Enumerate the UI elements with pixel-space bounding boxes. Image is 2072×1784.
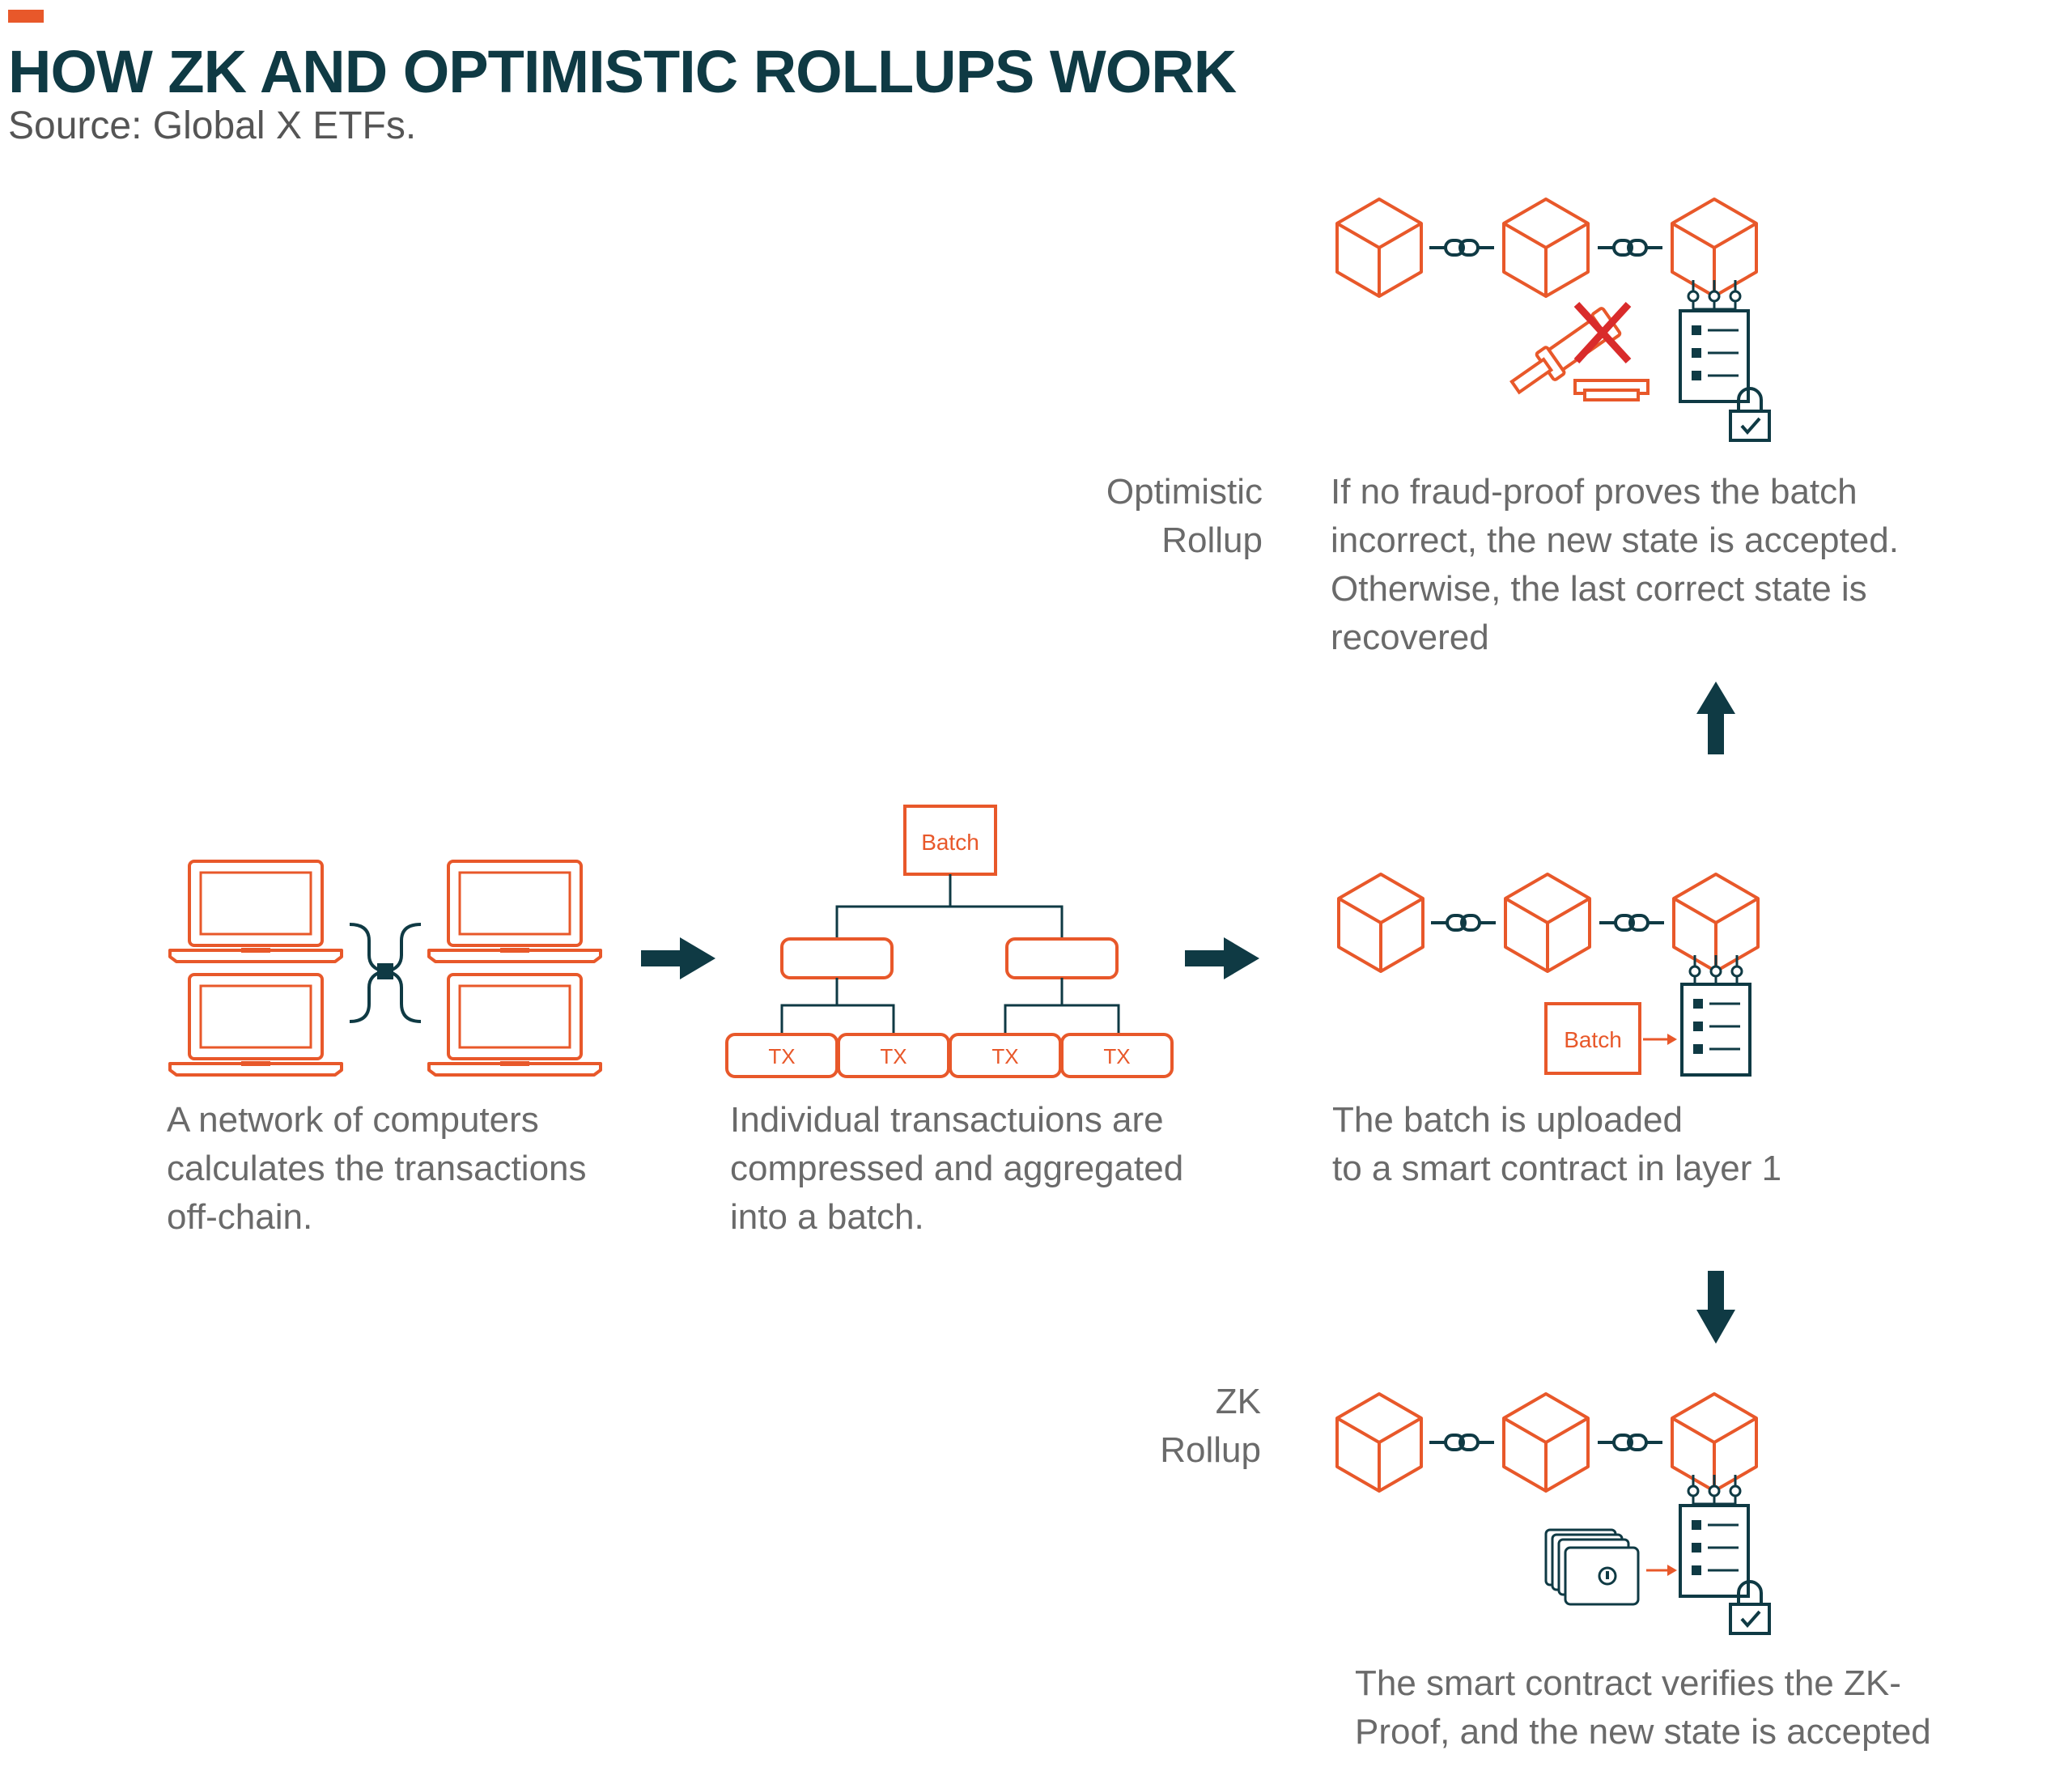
chain-link-icon xyxy=(1429,914,1497,932)
zk-rollup-label: ZK Rollup xyxy=(1160,1378,1261,1475)
uploaded-batch-box xyxy=(1544,1002,1641,1075)
caption-line: If no fraud-proof proves the batch xyxy=(1331,472,1858,512)
caption-line: Otherwise, the last correct state is xyxy=(1331,569,1867,609)
smart-contract-document-icon xyxy=(1679,1504,1750,1598)
laptop-icon xyxy=(170,975,342,1075)
uploaded-batch-label: Batch xyxy=(1564,1027,1622,1052)
tx-box xyxy=(1060,1033,1174,1078)
laptop-icon xyxy=(170,861,342,962)
tx-label: TX xyxy=(991,1044,1018,1068)
caption-line: calculates the transactions xyxy=(167,1149,587,1188)
caption-line: incorrect, the new state is accepted. xyxy=(1331,520,1899,560)
caption-line: off-chain. xyxy=(167,1197,313,1237)
network-bracket-icon xyxy=(349,923,422,1023)
arrow-up-icon xyxy=(1696,682,1735,754)
cube-block-icon xyxy=(1504,873,1591,973)
chain-link-icon xyxy=(1428,1434,1496,1451)
optimistic-rollup-label: Optimistic Rollup xyxy=(1106,468,1263,565)
caption-line: The batch is uploaded xyxy=(1332,1100,1683,1140)
label-line: Optimistic xyxy=(1106,472,1263,512)
caption-line: Individual transactuions are xyxy=(730,1100,1164,1140)
small-arrow-icon xyxy=(1643,1034,1677,1045)
accent-bar xyxy=(8,10,44,23)
chain-link-icon xyxy=(1596,1434,1664,1451)
source-subtitle: Source: Global X ETFs. xyxy=(8,104,417,147)
tx-label: TX xyxy=(880,1044,906,1068)
batching-caption: Individual transactuions are compressed … xyxy=(730,1096,1183,1242)
chain-link-icon xyxy=(1598,914,1666,932)
sub-batch-box xyxy=(780,937,894,979)
tx-label: TX xyxy=(768,1044,795,1068)
cube-block-icon xyxy=(1502,198,1590,298)
cube-block-icon xyxy=(1335,1392,1423,1493)
cube-block-icon xyxy=(1337,873,1424,973)
page-title: HOW ZK AND OPTIMISTIC ROLLUPS WORK xyxy=(8,38,1237,105)
zk-proof-wallet-icon xyxy=(1544,1528,1640,1606)
chain-link-icon xyxy=(1428,239,1496,257)
gavel-icon xyxy=(1509,307,1650,401)
computer-network xyxy=(170,861,601,1075)
smart-contract-document-icon xyxy=(1679,309,1750,403)
chain-link-icon xyxy=(1596,239,1664,257)
batch-root-label: Batch xyxy=(921,830,979,855)
label-line: Rollup xyxy=(1160,1430,1261,1470)
optimistic-caption: If no fraud-proof proves the batch incor… xyxy=(1331,468,1899,662)
caption-line: compressed and aggregated xyxy=(730,1149,1184,1188)
optimistic-chain xyxy=(1335,198,1771,442)
zk-chain xyxy=(1335,1392,1771,1635)
tx-label: TX xyxy=(1103,1044,1130,1068)
caption-line: The smart contract verifies the ZK- xyxy=(1355,1663,1901,1703)
cube-block-icon xyxy=(1335,198,1423,298)
arrow-icon xyxy=(641,937,715,979)
upload-caption: The batch is uploaded to a smart contrac… xyxy=(1332,1096,1781,1193)
caption-line: A network of computers xyxy=(167,1100,539,1140)
smart-contract-document-icon xyxy=(1680,983,1751,1077)
laptop-icon xyxy=(429,861,601,962)
layer1-upload: Batch xyxy=(1337,873,1760,1077)
small-arrow-icon xyxy=(1646,1565,1677,1576)
network-caption: A network of computers calculates the tr… xyxy=(167,1096,587,1242)
laptop-icon xyxy=(429,975,601,1075)
sub-batch-box xyxy=(1005,937,1119,979)
caption-line: Proof, and the new state is accepted xyxy=(1355,1712,1931,1752)
arrow-down-icon xyxy=(1696,1271,1735,1344)
zk-caption: The smart contract verifies the ZK- Proo… xyxy=(1355,1659,1931,1756)
batch-root-box xyxy=(903,805,997,876)
caption-line: into a batch. xyxy=(730,1197,924,1237)
cube-block-icon xyxy=(1502,1392,1590,1493)
caption-line: to a smart contract in layer 1 xyxy=(1332,1149,1782,1188)
batch-tree: Batch TX TX TX TX xyxy=(725,805,1174,1078)
label-line: Rollup xyxy=(1161,520,1263,560)
label-line: ZK xyxy=(1215,1382,1261,1421)
caption-line: recovered xyxy=(1331,618,1489,657)
arrow-icon xyxy=(1185,937,1259,979)
red-x-icon xyxy=(1573,301,1632,364)
